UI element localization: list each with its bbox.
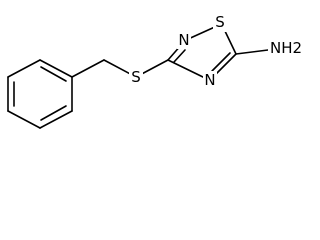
ring-nitrogen-top-label: N [178, 31, 189, 49]
bond [39, 110, 73, 129]
benzene-ring [7, 59, 73, 129]
bond [185, 25, 218, 41]
bond [235, 49, 269, 55]
bond [39, 59, 73, 78]
thiadiazole-ring [167, 25, 237, 79]
thioether-sulfur-label: S [131, 68, 141, 86]
bond [213, 53, 237, 77]
double-bond-inner [211, 52, 231, 72]
bond [223, 28, 237, 55]
double-bond-inner [40, 66, 67, 82]
ring-sulfur-label: S [215, 13, 225, 31]
double-bond-inner [40, 105, 67, 121]
amine-label: NH2 [270, 39, 302, 57]
double-bond-inner [173, 49, 186, 63]
bond [71, 59, 105, 78]
molecule-structure: S N S N NH2 [7, 13, 302, 129]
bond [167, 59, 206, 79]
ring-nitrogen-bottom-label: N [204, 71, 215, 89]
bond [7, 110, 41, 129]
bond [7, 59, 41, 78]
